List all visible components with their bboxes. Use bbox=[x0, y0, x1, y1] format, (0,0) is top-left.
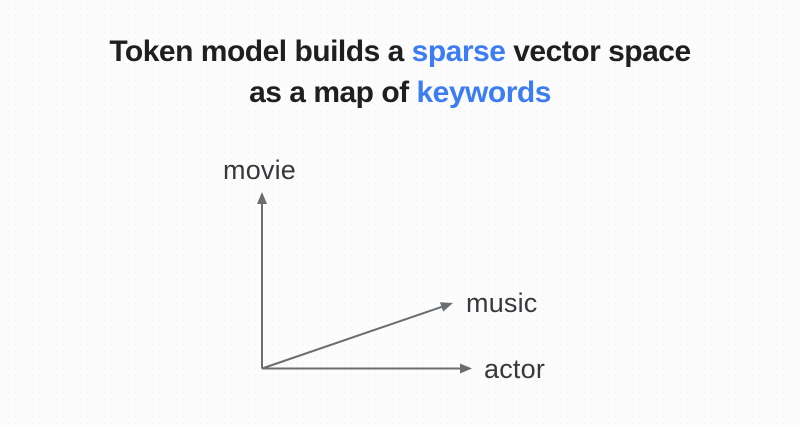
title-text: Token model builds a bbox=[109, 35, 412, 68]
title-accent-sparse: sparse bbox=[411, 35, 506, 68]
page-title: Token model builds a sparse vector space… bbox=[0, 31, 800, 113]
title-line-2: as a map of keywords bbox=[249, 76, 551, 109]
title-text: as a map of bbox=[249, 76, 417, 109]
title-accent-keywords: keywords bbox=[416, 76, 552, 109]
title-line-1: Token model builds a sparse vector space bbox=[109, 35, 691, 68]
vector-music-arrow bbox=[261, 302, 453, 370]
axis-label-movie: movie bbox=[223, 155, 297, 185]
title-text: vector space bbox=[505, 35, 691, 68]
axis-label-music: music bbox=[466, 288, 538, 318]
axis-label-actor: actor bbox=[484, 354, 546, 384]
